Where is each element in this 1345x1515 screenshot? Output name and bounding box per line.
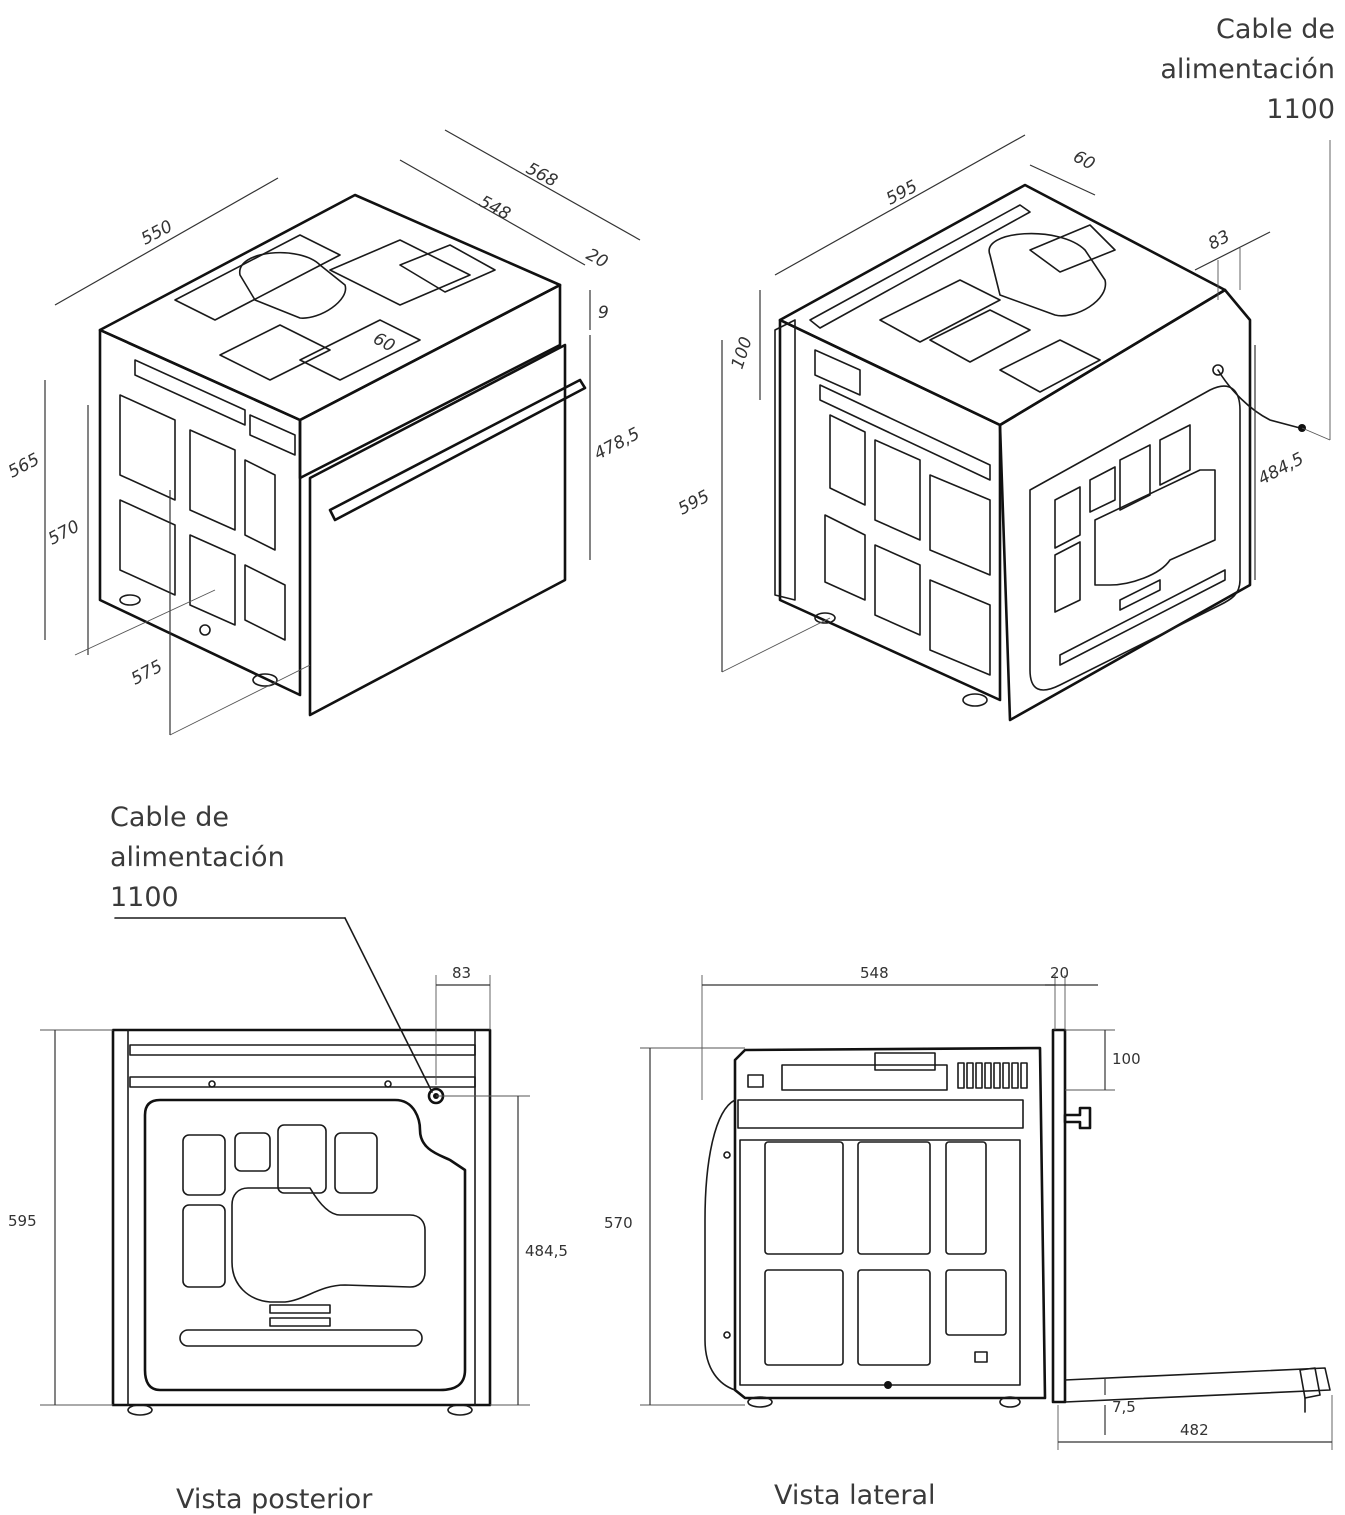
side-view-front-panel xyxy=(1051,1028,1067,1404)
side-view-drawing xyxy=(704,1028,1331,1413)
dim-20: 20 xyxy=(583,245,611,273)
dim-575: 575 xyxy=(128,657,166,690)
dim-484-5: 484,5 xyxy=(525,1242,568,1260)
side-view-dimensions: 548 20 100 570 7,5 482 xyxy=(604,964,1333,1450)
dim-83: 83 xyxy=(1205,227,1233,255)
cable-label-line2: alimentación xyxy=(1160,54,1335,85)
iso-rear-side xyxy=(778,318,1002,702)
dim-83: 83 xyxy=(452,964,471,982)
iso-front-handle xyxy=(328,378,587,522)
dim-100: 100 xyxy=(728,335,757,372)
dim-548: 548 xyxy=(860,964,889,982)
cable-label-top-right: Cable de alimentación 1100 xyxy=(1160,10,1335,130)
side-view-knob xyxy=(1063,1106,1092,1130)
dim-7-5: 7,5 xyxy=(1112,1398,1136,1416)
dim-570: 570 xyxy=(604,1214,633,1232)
dim-595-height: 595 xyxy=(675,487,713,520)
iso-rear-oven xyxy=(774,183,1306,722)
dim-100: 100 xyxy=(1112,1050,1141,1068)
cable-label-line3: 1100 xyxy=(110,882,179,913)
iso-front-oven xyxy=(98,193,587,717)
dim-568: 568 xyxy=(523,159,561,192)
cable-label-line3: 1100 xyxy=(1266,94,1335,125)
dim-478-5: 478,5 xyxy=(591,424,643,465)
iso-rear-dimensions: 595 60 83 100 595 484,5 xyxy=(675,134,1331,673)
rear-view-outline xyxy=(111,1028,492,1407)
dim-595: 595 xyxy=(8,1212,37,1230)
cable-label-line1: Cable de xyxy=(1216,14,1335,45)
dim-550: 550 xyxy=(138,217,176,250)
side-view-caption: Vista lateral xyxy=(774,1480,936,1511)
rear-view-dimensions: 595 484,5 83 xyxy=(8,964,568,1406)
dim-482: 482 xyxy=(1180,1421,1209,1439)
dim-565: 565 xyxy=(5,450,43,483)
rear-view-drawing xyxy=(111,917,492,1416)
iso-front-door xyxy=(308,343,567,717)
dim-9: 9 xyxy=(598,303,609,323)
dim-60-vent: 60 xyxy=(1070,147,1098,175)
dim-484-5: 484,5 xyxy=(1255,449,1307,490)
dim-548: 548 xyxy=(476,192,514,225)
rear-view-caption: Vista posterior xyxy=(176,1484,373,1515)
iso-front-control-panel xyxy=(298,283,562,480)
iso-rear-back xyxy=(998,288,1252,722)
dim-20: 20 xyxy=(1050,964,1069,982)
side-view-outline xyxy=(733,1046,1047,1400)
dim-570: 570 xyxy=(45,517,83,550)
cable-label-line2: alimentación xyxy=(110,842,285,873)
side-vent xyxy=(957,1062,1028,1089)
iso-front-side xyxy=(98,328,302,697)
cable-label-line1: Cable de xyxy=(110,802,229,833)
cable-label-bottom-left: Cable de alimentación 1100 xyxy=(110,798,285,918)
